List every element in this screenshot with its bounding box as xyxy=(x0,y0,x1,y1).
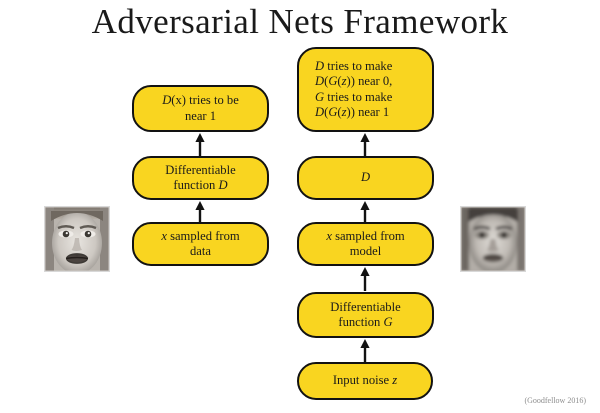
node-line: data xyxy=(190,244,211,258)
node-discriminator-d-text: D xyxy=(305,170,426,186)
node-input-noise-text: Input noise z xyxy=(305,373,425,389)
real-data-face-image xyxy=(44,206,110,272)
node-discriminator-d[interactable]: D xyxy=(297,156,434,200)
node-d-objective[interactable]: D(x) tries to be near 1 xyxy=(132,85,269,132)
node-x-sampled-from-data-text: x sampled from data xyxy=(140,229,261,260)
node-differentiable-function-g-text: Differentiable function G xyxy=(305,300,426,331)
node-line: function D xyxy=(173,178,228,192)
node-line: Differentiable xyxy=(330,299,401,314)
node-line: D xyxy=(360,170,371,185)
node-line: x sampled from xyxy=(161,228,240,243)
node-line: model xyxy=(349,244,382,258)
node-line: near 1 xyxy=(184,108,217,123)
node-x-sampled-from-model-text: x sampled from model xyxy=(305,229,426,260)
node-x-sampled-from-data[interactable]: x sampled from data xyxy=(132,222,269,266)
node-minimax-objective-text: D tries to make D(G(z)) near 0, G tries … xyxy=(305,59,426,121)
arrow-data-to-differentiable-d xyxy=(193,201,207,222)
page-title: Adversarial Nets Framework xyxy=(91,2,509,41)
node-line: function G xyxy=(338,315,393,329)
arrow-model-sample-to-discriminator xyxy=(358,201,372,222)
node-line: D(G(z)) near 0, xyxy=(315,74,393,88)
arrow-discriminator-to-minimax-objective xyxy=(358,133,372,156)
arrow-noise-to-differentiable-g xyxy=(358,339,372,362)
node-line: D(x) tries to be xyxy=(162,93,239,107)
arrow-differentiable-g-to-model-sample xyxy=(358,267,372,291)
attribution-text: (Goodfellow 2016) xyxy=(524,396,586,405)
node-line: D tries to make xyxy=(315,58,393,73)
generated-face-image xyxy=(460,206,526,272)
node-line: G tries to make xyxy=(315,89,393,104)
node-x-sampled-from-model[interactable]: x sampled from model xyxy=(297,222,434,266)
node-differentiable-function-d[interactable]: Differentiable function D xyxy=(132,156,269,200)
node-line: Input noise z xyxy=(332,373,398,388)
node-line: D(G(z)) near 1 xyxy=(315,105,390,119)
node-input-noise[interactable]: Input noise z xyxy=(297,362,433,400)
node-differentiable-function-d-text: Differentiable function D xyxy=(140,163,261,194)
node-d-objective-text: D(x) tries to be near 1 xyxy=(140,93,261,124)
node-differentiable-function-g[interactable]: Differentiable function G xyxy=(297,292,434,338)
node-line: x sampled from xyxy=(326,228,405,243)
node-line: Differentiable xyxy=(165,162,236,177)
arrow-differentiable-d-to-objective xyxy=(193,133,207,156)
node-minimax-objective[interactable]: D tries to make D(G(z)) near 0, G tries … xyxy=(297,47,434,132)
